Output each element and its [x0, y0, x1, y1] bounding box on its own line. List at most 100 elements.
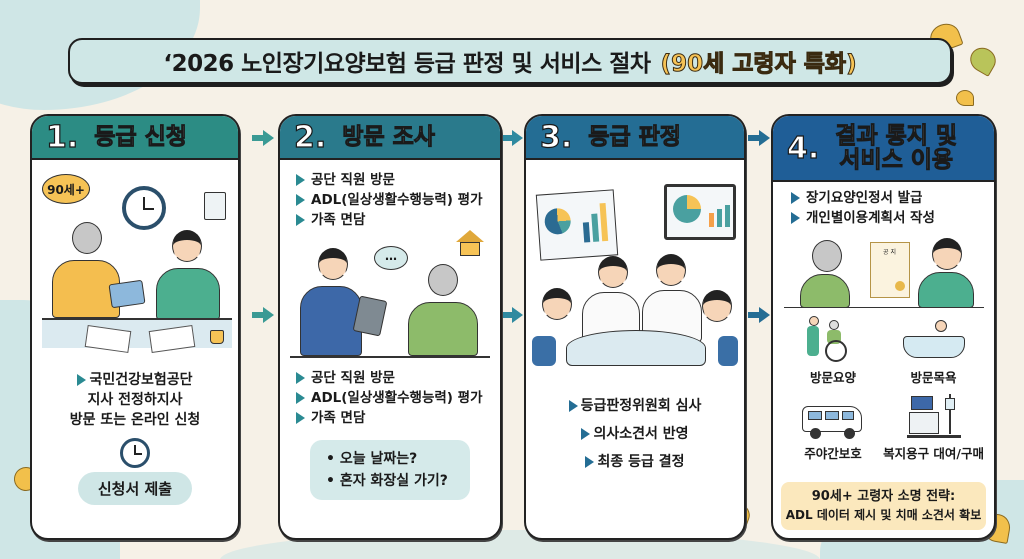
chart-board-icon	[535, 189, 619, 261]
arrow-right-icon	[501, 130, 523, 146]
nurse	[172, 230, 202, 262]
bullet-list: 등급판정위원회 심사 의사소견서 반영 최종 등급 결정	[526, 370, 744, 476]
arrow-right-icon	[501, 307, 523, 323]
bullet-triangle-icon	[568, 400, 578, 412]
bullet-triangle-icon	[77, 374, 87, 386]
doctor	[656, 254, 686, 286]
step-number: 2.	[293, 119, 327, 155]
clock-icon	[122, 186, 166, 230]
strategy-text: ADL 데이터 제시 및 치매 소견서 확보	[785, 508, 982, 522]
elderly-person	[428, 264, 458, 296]
chair	[532, 336, 556, 366]
question-text: • 혼자 화장실 가기?	[326, 473, 448, 489]
step-card-1: 1. 등급 신청 90세+ 국민건강보험공단 지사 전정하지사 방문 또는 온라…	[30, 114, 240, 540]
bullet-text: 국민건강보험공단	[89, 372, 193, 388]
chair	[718, 336, 738, 366]
bullet-list-bottom: 공단 직원 방문 ADL(일상생활수행능력) 평가 가족 면담	[280, 358, 500, 428]
step-header: 3. 등급 판정	[526, 116, 744, 160]
green-cardigan	[408, 302, 478, 356]
service-label: 주야간보호	[804, 446, 862, 461]
service-label: 방문목욕	[910, 370, 957, 385]
service-item: 방문요양	[783, 314, 883, 386]
step-card-4: 4. 결과 통지 및 서비스 이용 장기요양인정서 발급 개인별이용계획서 작성…	[771, 114, 996, 540]
floor-line	[290, 356, 490, 358]
house-icon	[456, 230, 484, 256]
illustration-certificate: 공 지	[783, 234, 984, 308]
table	[566, 330, 706, 366]
service-item: 방문목욕	[883, 314, 984, 386]
document-icon	[148, 325, 196, 353]
service-item: 주야간보호	[783, 390, 883, 462]
ginkgo-leaf-icon	[956, 90, 974, 106]
list-item: 가족 면담	[296, 210, 500, 230]
elderly-person	[811, 240, 842, 272]
question-bubble: • 오늘 날짜는? • 혼자 화장실 가기?	[310, 440, 470, 500]
list-item: 공단 직원 방문	[296, 368, 500, 388]
step-header: 4. 결과 통지 및 서비스 이용	[773, 116, 994, 182]
illustration-committee	[526, 160, 744, 370]
bullet-triangle-icon	[296, 412, 305, 424]
page-title: ‘2026 노인장기요양보험 등급 판정 및 서비스 절차 (90세 고령자 특…	[68, 38, 952, 84]
step-card-2: 2. 방문 조사 공단 직원 방문 ADL(일상생활수행능력) 평가 가족 면담…	[278, 114, 502, 540]
strategy-title: 90세+ 고령자 소명 전략:	[811, 489, 956, 504]
step-number: 1.	[45, 119, 79, 155]
speech-bubble-icon: …	[374, 246, 408, 270]
clipboard-pen-icon	[204, 192, 226, 220]
bullet-triangle-icon	[296, 194, 305, 206]
medical-equipment-icon	[883, 390, 984, 440]
tablet-icon	[352, 295, 388, 337]
question-text: • 오늘 날짜는?	[326, 451, 418, 467]
bullet-triangle-icon	[791, 212, 800, 224]
elderly-person	[72, 222, 102, 254]
step-title: 결과 통지 및 서비스 이용	[835, 122, 958, 173]
arrow-right-icon	[748, 130, 770, 146]
blue-vest	[300, 286, 362, 356]
step-header: 2. 방문 조사	[280, 116, 500, 160]
tablet-icon	[108, 279, 146, 309]
wheelchair-icon	[783, 314, 883, 364]
illustration-home-visit: …	[280, 230, 500, 358]
green-scrubs	[917, 272, 974, 308]
age-badge-label: 90세+	[47, 182, 85, 197]
surveyor	[318, 248, 348, 280]
bullet-text: 지사 전정하지사	[87, 392, 183, 408]
list-item: 최종 등급 결정	[526, 448, 744, 476]
committee-member	[702, 290, 732, 322]
bullet-list-top: 공단 직원 방문 ADL(일상생활수행능력) 평가 가족 면담	[280, 160, 500, 230]
bullet-triangle-icon	[296, 372, 305, 384]
illustration-application: 90세+	[32, 160, 238, 356]
bullet-triangle-icon	[296, 214, 305, 226]
step-header: 1. 등급 신청	[32, 116, 238, 160]
list-item: 장기요양인정서 발급	[791, 188, 994, 208]
arrow-right-icon	[252, 307, 274, 323]
list-item: 공단 직원 방문	[296, 170, 500, 190]
step-number: 3.	[539, 119, 573, 155]
bullet-triangle-icon	[296, 174, 305, 186]
age-badge: 90세+	[42, 174, 90, 204]
document-icon	[84, 325, 132, 353]
strategy-note: 90세+ 고령자 소명 전략: ADL 데이터 제시 및 치매 소견서 확보	[781, 482, 986, 530]
table	[42, 318, 232, 348]
bullet-list: 장기요양인정서 발급 개인별이용계획서 작성	[773, 182, 994, 228]
title-accent: (90세 고령자 특화)	[660, 51, 857, 78]
service-label: 방문요양	[810, 370, 857, 385]
bullet-text: 방문 또는 온라인 신청	[69, 412, 201, 428]
coffee-mug-icon	[210, 330, 224, 344]
step-title: 방문 조사	[342, 123, 436, 150]
arrow-right-icon	[748, 307, 770, 323]
list-item: 가족 면담	[296, 408, 500, 428]
service-label: 복지용구 대여/구매	[883, 446, 984, 461]
committee-member	[598, 256, 628, 288]
bullet-triangle-icon	[585, 456, 595, 468]
arrow-right-icon	[252, 130, 274, 146]
step-title: 등급 신청	[94, 123, 188, 150]
bathtub-icon	[883, 314, 984, 364]
green-cardigan	[799, 274, 850, 308]
list-item: ADL(일상생활수행능력) 평가	[296, 388, 500, 408]
green-scrubs	[156, 268, 220, 320]
bullet-triangle-icon	[581, 428, 591, 440]
step-description: 국민건강보험공단 지사 전정하지사 방문 또는 온라인 신청	[32, 370, 238, 430]
submit-application-button[interactable]: 신청서 제출	[77, 472, 193, 505]
nurse	[931, 238, 962, 270]
clock-icon	[120, 438, 150, 468]
